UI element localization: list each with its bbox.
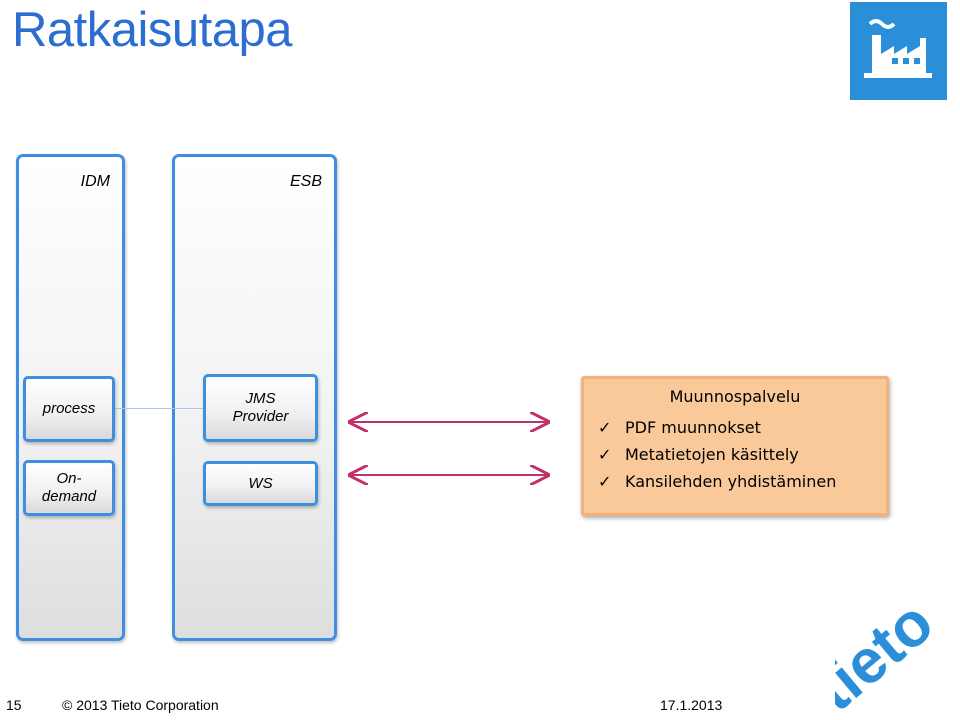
factory-icon: [850, 2, 947, 100]
process-label: process: [42, 400, 96, 417]
service-feature-item: ✓Kansilehden yhdistäminen: [598, 468, 836, 495]
service-feature-item: ✓Metatietojen käsittely: [598, 441, 836, 468]
idm-column-label: IDM: [80, 173, 110, 190]
ondemand-box: On- demand: [23, 460, 115, 516]
checkmark-icon: ✓: [598, 445, 612, 464]
footer-date: 17.1.2013: [660, 697, 723, 713]
ws-label: WS: [248, 474, 273, 492]
process-box: process: [23, 376, 115, 442]
esb-column-label: ESB: [289, 173, 322, 190]
process-jms-connector: [114, 408, 204, 409]
page-title: Ratkaisutapa: [12, 3, 293, 57]
connection-arrows: [345, 405, 557, 495]
jms-provider-box: JMS Provider: [203, 374, 318, 442]
svg-text:tieto: tieto: [835, 602, 946, 720]
copyright-text: © 2013 Tieto Corporation: [62, 697, 219, 713]
checkmark-icon: ✓: [598, 472, 612, 491]
service-title: Muunnospalvelu: [669, 387, 801, 406]
tieto-logo: tieto: [835, 602, 946, 720]
service-feature-list: ✓PDF muunnokset ✓Metatietojen käsittely …: [598, 414, 836, 495]
checkmark-icon: ✓: [598, 418, 612, 437]
page-number: 15: [6, 697, 22, 713]
jms-provider-label: JMS Provider: [232, 390, 289, 425]
conversion-service-box: Muunnospalvelu ✓PDF muunnokset ✓Metatiet…: [581, 376, 889, 516]
ondemand-label: On- demand: [41, 470, 97, 505]
ws-box: WS: [203, 461, 318, 506]
service-feature-item: ✓PDF muunnokset: [598, 414, 836, 441]
